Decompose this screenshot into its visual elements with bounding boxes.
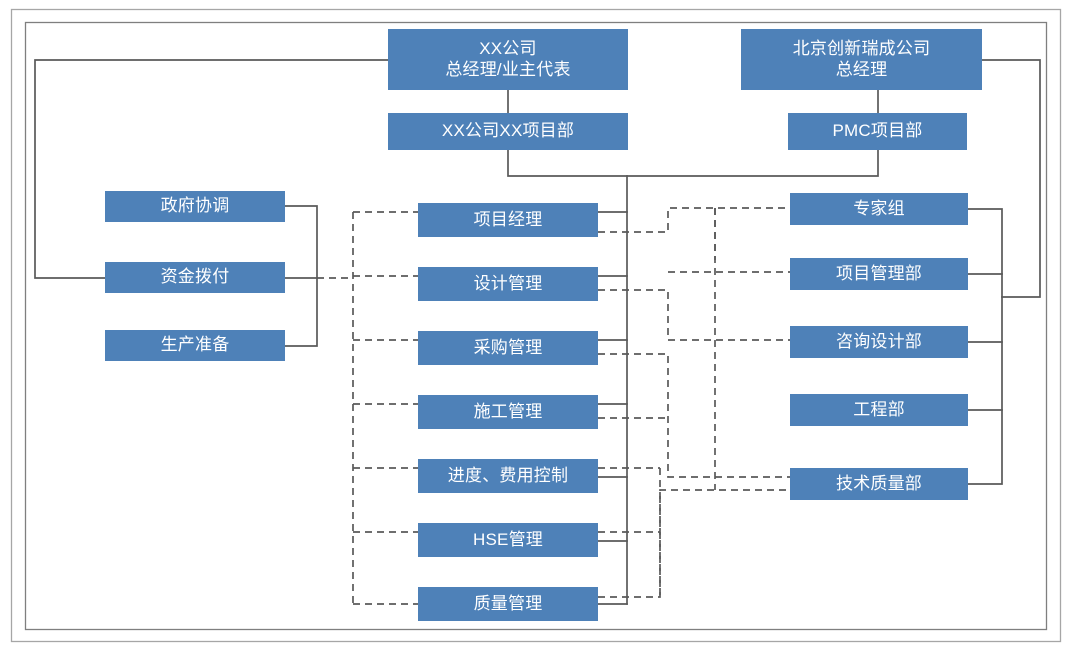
node-middle-5[interactable]: HSE管理 [418,523,598,557]
node-owner-gm[interactable]: XX公司 总经理/业主代表 [388,29,628,90]
node-right-1[interactable]: 项目管理部 [790,258,968,290]
node-right-2-label: 咨询设计部 [836,331,922,351]
node-middle-0-label: 项目经理 [473,209,543,229]
node-pmc-project-dept-label: PMC项目部 [832,121,923,141]
dashed-design-to-pmd [598,289,790,341]
node-right-3-label: 工程部 [853,399,905,419]
node-middle-5-label: HSE管理 [473,529,543,549]
node-left-1[interactable]: 资金拨付 [105,262,285,293]
node-middle-4[interactable]: 进度、费用控制 [418,459,598,493]
node-middle-3[interactable]: 施工管理 [418,395,598,429]
node-owner-project-dept-label: XX公司XX项目部 [441,121,575,141]
wire-dept-trunk [507,149,879,177]
node-middle-4-label: 进度、费用控制 [447,465,569,485]
node-pmc-gm[interactable]: 北京创新瑞成公司 总经理 [741,29,982,90]
wire-left-bracket [284,205,318,347]
node-right-3[interactable]: 工程部 [790,394,968,426]
node-right-0[interactable]: 专家组 [790,193,968,225]
node-owner-project-dept[interactable]: XX公司XX项目部 [388,113,628,150]
node-left-2[interactable]: 生产准备 [105,330,285,361]
node-middle-3-label: 施工管理 [473,401,543,421]
node-owner-gm-label: XX公司 总经理/业主代表 [445,38,571,79]
node-middle-6[interactable]: 质量管理 [418,587,598,621]
node-right-4[interactable]: 技术质量部 [790,468,968,500]
node-left-1-label: 资金拨付 [160,267,230,287]
wire-right-bracket [967,208,1003,485]
node-right-1-label: 项目管理部 [836,263,922,283]
node-middle-6-label: 质量管理 [473,593,543,613]
node-middle-2[interactable]: 采购管理 [418,331,598,365]
node-right-0-label: 专家组 [853,198,905,218]
node-pmc-gm-label: 北京创新瑞成公司 总经理 [792,38,931,79]
dashed-procure-to-consult [598,353,790,478]
dashed-quality-to-tq [598,489,790,598]
node-left-0[interactable]: 政府协调 [105,191,285,222]
node-right-4-label: 技术质量部 [836,473,922,493]
node-middle-0[interactable]: 项目经理 [418,203,598,237]
node-middle-1[interactable]: 设计管理 [418,267,598,301]
wire-ownergm-to-left-bus [34,59,389,279]
node-middle-2-label: 采购管理 [473,337,543,357]
wire-pmcgm-to-right-bus [981,59,1041,298]
node-left-0-label: 政府协调 [160,196,230,216]
dashed-pm-to-expert [598,207,790,233]
node-right-2[interactable]: 咨询设计部 [790,326,968,358]
node-pmc-project-dept[interactable]: PMC项目部 [788,113,967,150]
node-left-2-label: 生产准备 [160,335,230,355]
node-middle-1-label: 设计管理 [473,273,543,293]
